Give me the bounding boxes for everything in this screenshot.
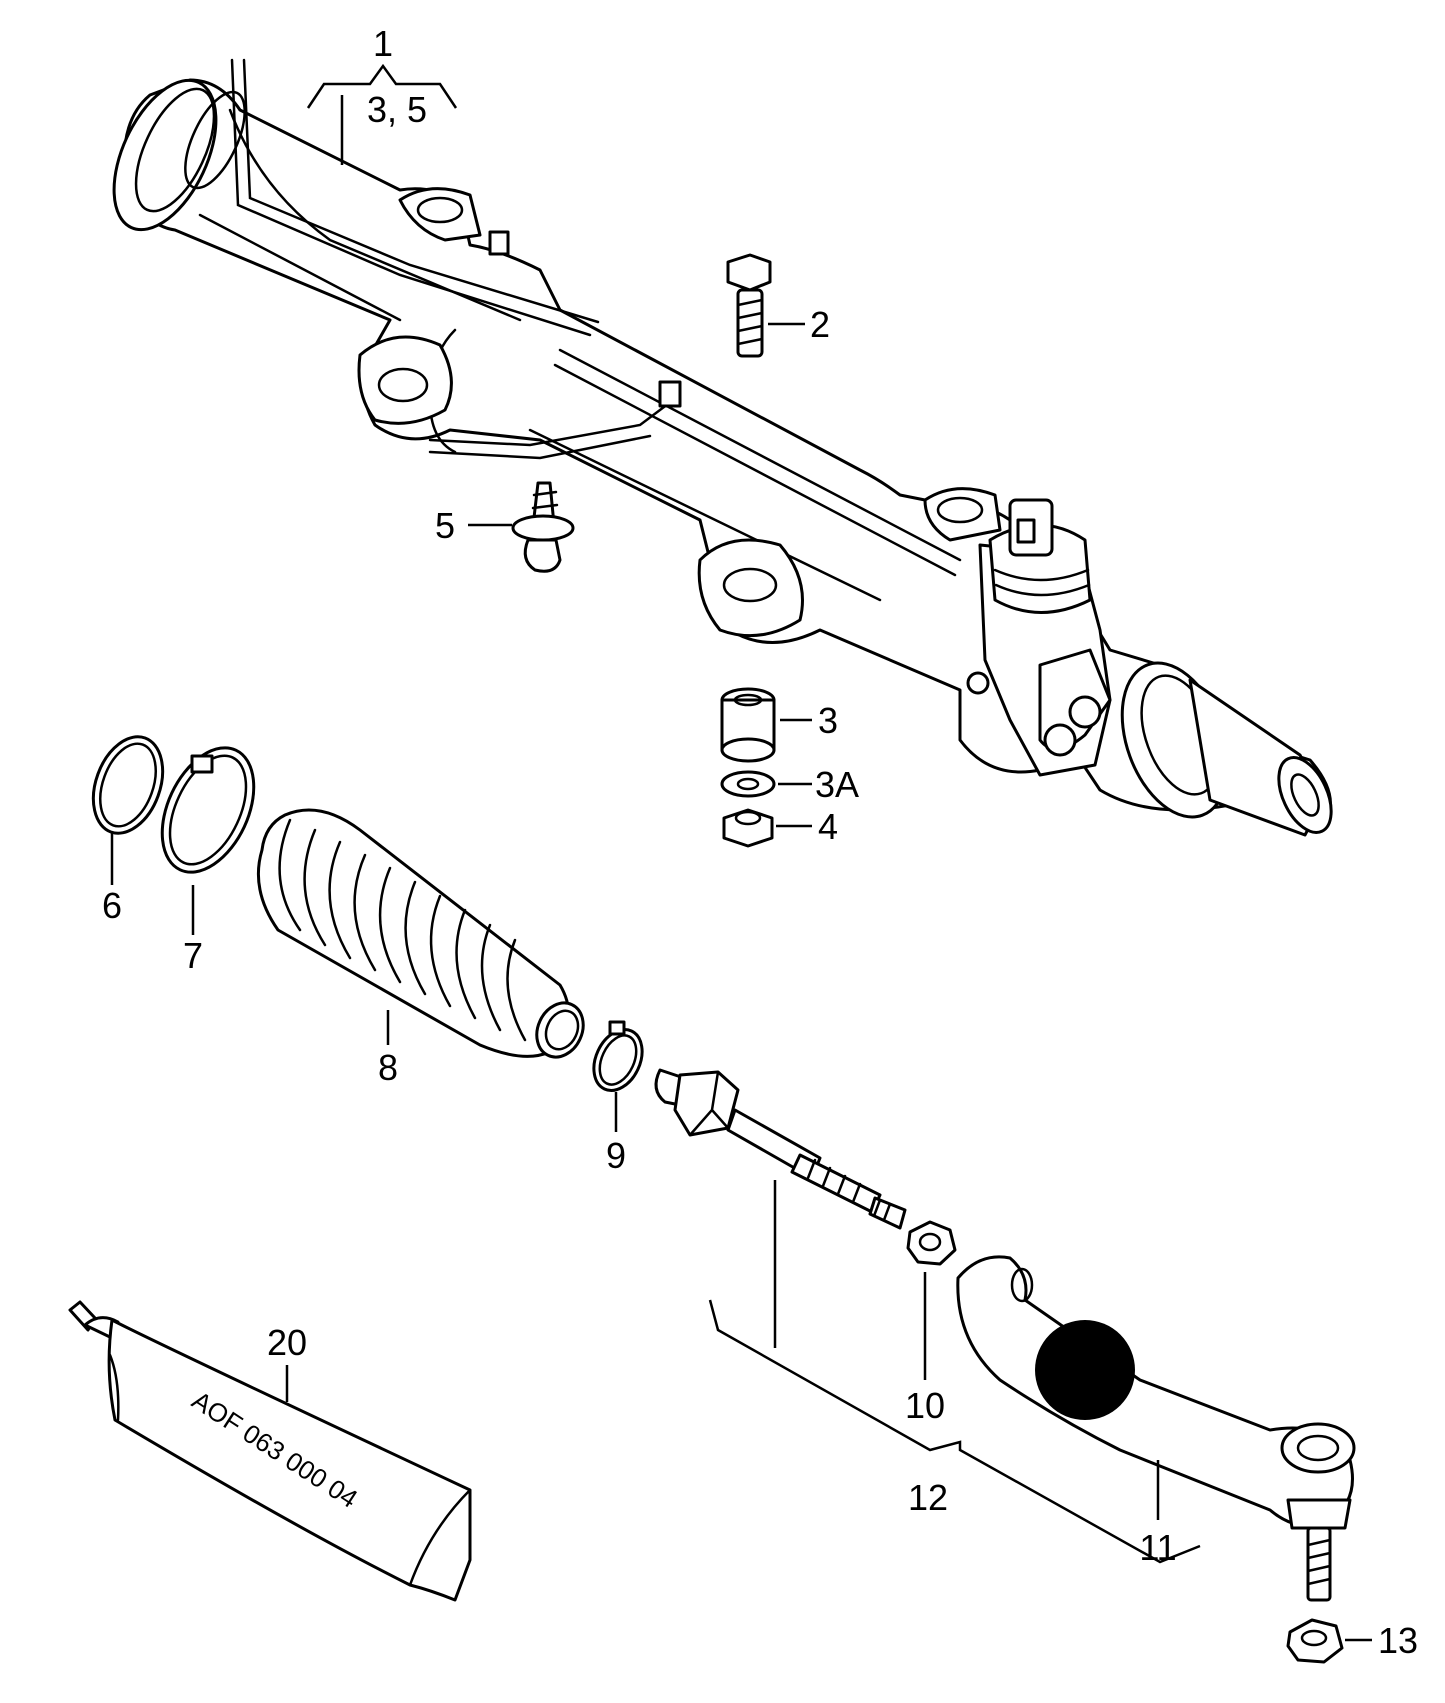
bushing: 3: [720, 687, 838, 763]
tie-rod-end-nut: 13: [1286, 1618, 1418, 1664]
tie-rod-end: 11: [956, 1255, 1356, 1602]
callout-20-label: 20: [267, 1322, 307, 1363]
clip: 5: [435, 481, 575, 573]
steering-rack-housing: [112, 58, 1333, 837]
callout-6-label: 6: [102, 885, 122, 926]
callout-12-label: 12: [908, 1477, 948, 1518]
bellows-boot: 8: [256, 808, 585, 1088]
washer: 3A: [720, 764, 859, 805]
callout-12: 12: [708, 1299, 1201, 1564]
callout-9-label: 9: [606, 1135, 626, 1176]
callout-1-label: 1: [373, 23, 393, 64]
bolt: 2: [726, 253, 830, 358]
callout-8-label: 8: [378, 1047, 398, 1088]
hose-clamp-small: 9: [592, 1020, 644, 1176]
callout-4-label: 4: [818, 806, 838, 847]
callout-3-label: 3: [818, 700, 838, 741]
marker-dot: [1035, 1320, 1135, 1420]
callout-7-label: 7: [183, 935, 203, 976]
grease-tube: AOF 063 000 04 20: [68, 1300, 472, 1602]
callout-1: 1 3, 5: [306, 23, 458, 165]
nut: 4: [722, 806, 838, 848]
hose-clamp-large: 7: [160, 746, 256, 976]
callout-2-label: 2: [810, 304, 830, 345]
callout-10-label: 10: [905, 1385, 945, 1426]
callout-11-label: 11: [1139, 1527, 1176, 1568]
tie-rod: [654, 1068, 907, 1348]
callout-5-label: 5: [435, 505, 455, 546]
callout-1-sublabel: 3, 5: [367, 89, 427, 130]
callout-3a-label: 3A: [815, 764, 859, 805]
o-ring: 6: [91, 735, 165, 926]
callout-13-label: 13: [1378, 1620, 1418, 1661]
lock-nut: 10: [905, 1220, 957, 1426]
